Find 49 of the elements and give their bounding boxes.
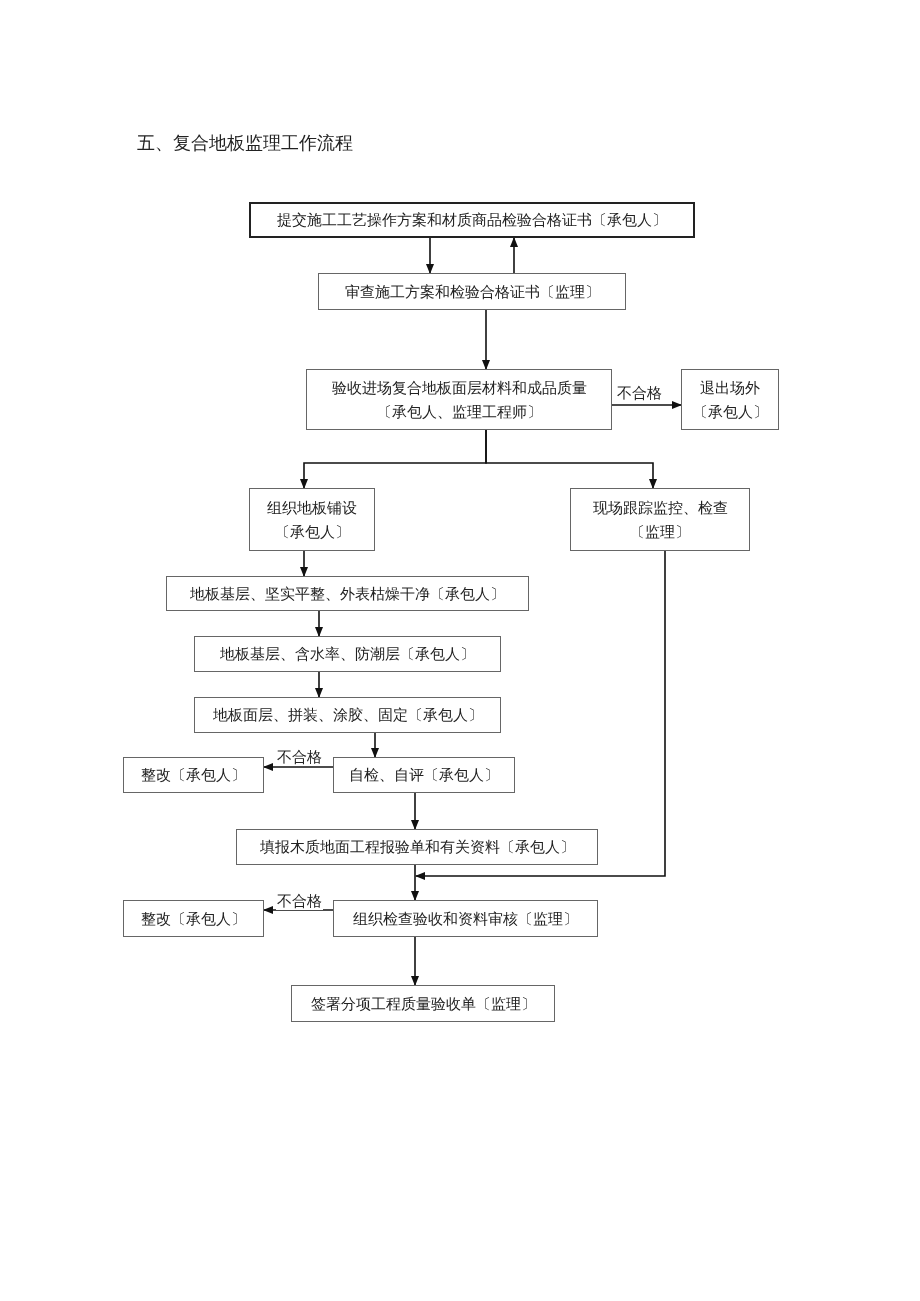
process-box <box>194 697 501 733</box>
process-box <box>333 757 515 793</box>
diagram-title: 五、复合地板监理工作流程 <box>137 131 353 155</box>
arrow <box>263 906 334 914</box>
box-text: 退出场外〔承包人〕 <box>691 378 769 422</box>
box-text: 自检、自评〔承包人〕 <box>349 766 499 785</box>
box-text: 现场跟踪监控、检查〔监理〕 <box>591 498 729 542</box>
arrow <box>315 610 323 637</box>
process-box <box>333 900 598 937</box>
arrow <box>426 237 434 274</box>
arrow <box>482 309 490 370</box>
edge-label: 不合格 <box>276 748 323 766</box>
arrow <box>510 237 518 274</box>
arrow <box>411 792 419 830</box>
box-text: 整改〔承包人〕 <box>141 909 246 929</box>
arrow <box>263 763 334 771</box>
box-text: 验收进场复合地板面层材料和成品质量〔承包人、监理工程师〕 <box>331 378 587 422</box>
arrow <box>315 671 323 698</box>
box-text: 地板面层、拼装、涂胶、固定〔承包人〕 <box>212 706 483 725</box>
process-box <box>236 829 598 865</box>
process-box <box>318 273 626 310</box>
process-box <box>249 202 695 238</box>
edge-label: 不合格 <box>276 892 323 910</box>
arrow <box>611 401 682 409</box>
arrow <box>411 936 419 986</box>
arrow <box>485 429 657 489</box>
box-text: 填报木质地面工程报验单和有关资料〔承包人〕 <box>259 838 575 857</box>
process-box <box>291 985 555 1022</box>
arrow <box>371 732 379 758</box>
process-box <box>123 900 264 937</box>
arrow <box>300 550 308 577</box>
process-box <box>194 636 501 672</box>
box-text: 签署分项工程质量验收单〔监理〕 <box>310 994 536 1014</box>
process-box <box>249 488 375 551</box>
process-box <box>123 757 264 793</box>
box-text: 组织检查验收和资料审核〔监理〕 <box>353 909 578 929</box>
process-box <box>570 488 750 551</box>
box-text: 地板基层、坚实平整、外表枯燥干净〔承包人〕 <box>190 584 505 604</box>
box-text: 提交施工工艺操作方案和材质商品检验合格证书〔承包人〕 <box>277 211 667 230</box>
box-text: 整改〔承包人〕 <box>141 766 246 785</box>
process-box <box>681 369 779 430</box>
arrow <box>411 864 419 901</box>
box-text: 审查施工方案和检验合格证书〔监理〕 <box>344 282 600 302</box>
process-box <box>306 369 612 430</box>
process-box <box>166 576 529 611</box>
arrow <box>415 550 666 880</box>
edge-label: 不合格 <box>616 384 663 402</box>
box-text: 地板基层、含水率、防潮层〔承包人〕 <box>220 645 475 664</box>
box-text: 组织地板铺设〔承包人〕 <box>266 498 358 542</box>
